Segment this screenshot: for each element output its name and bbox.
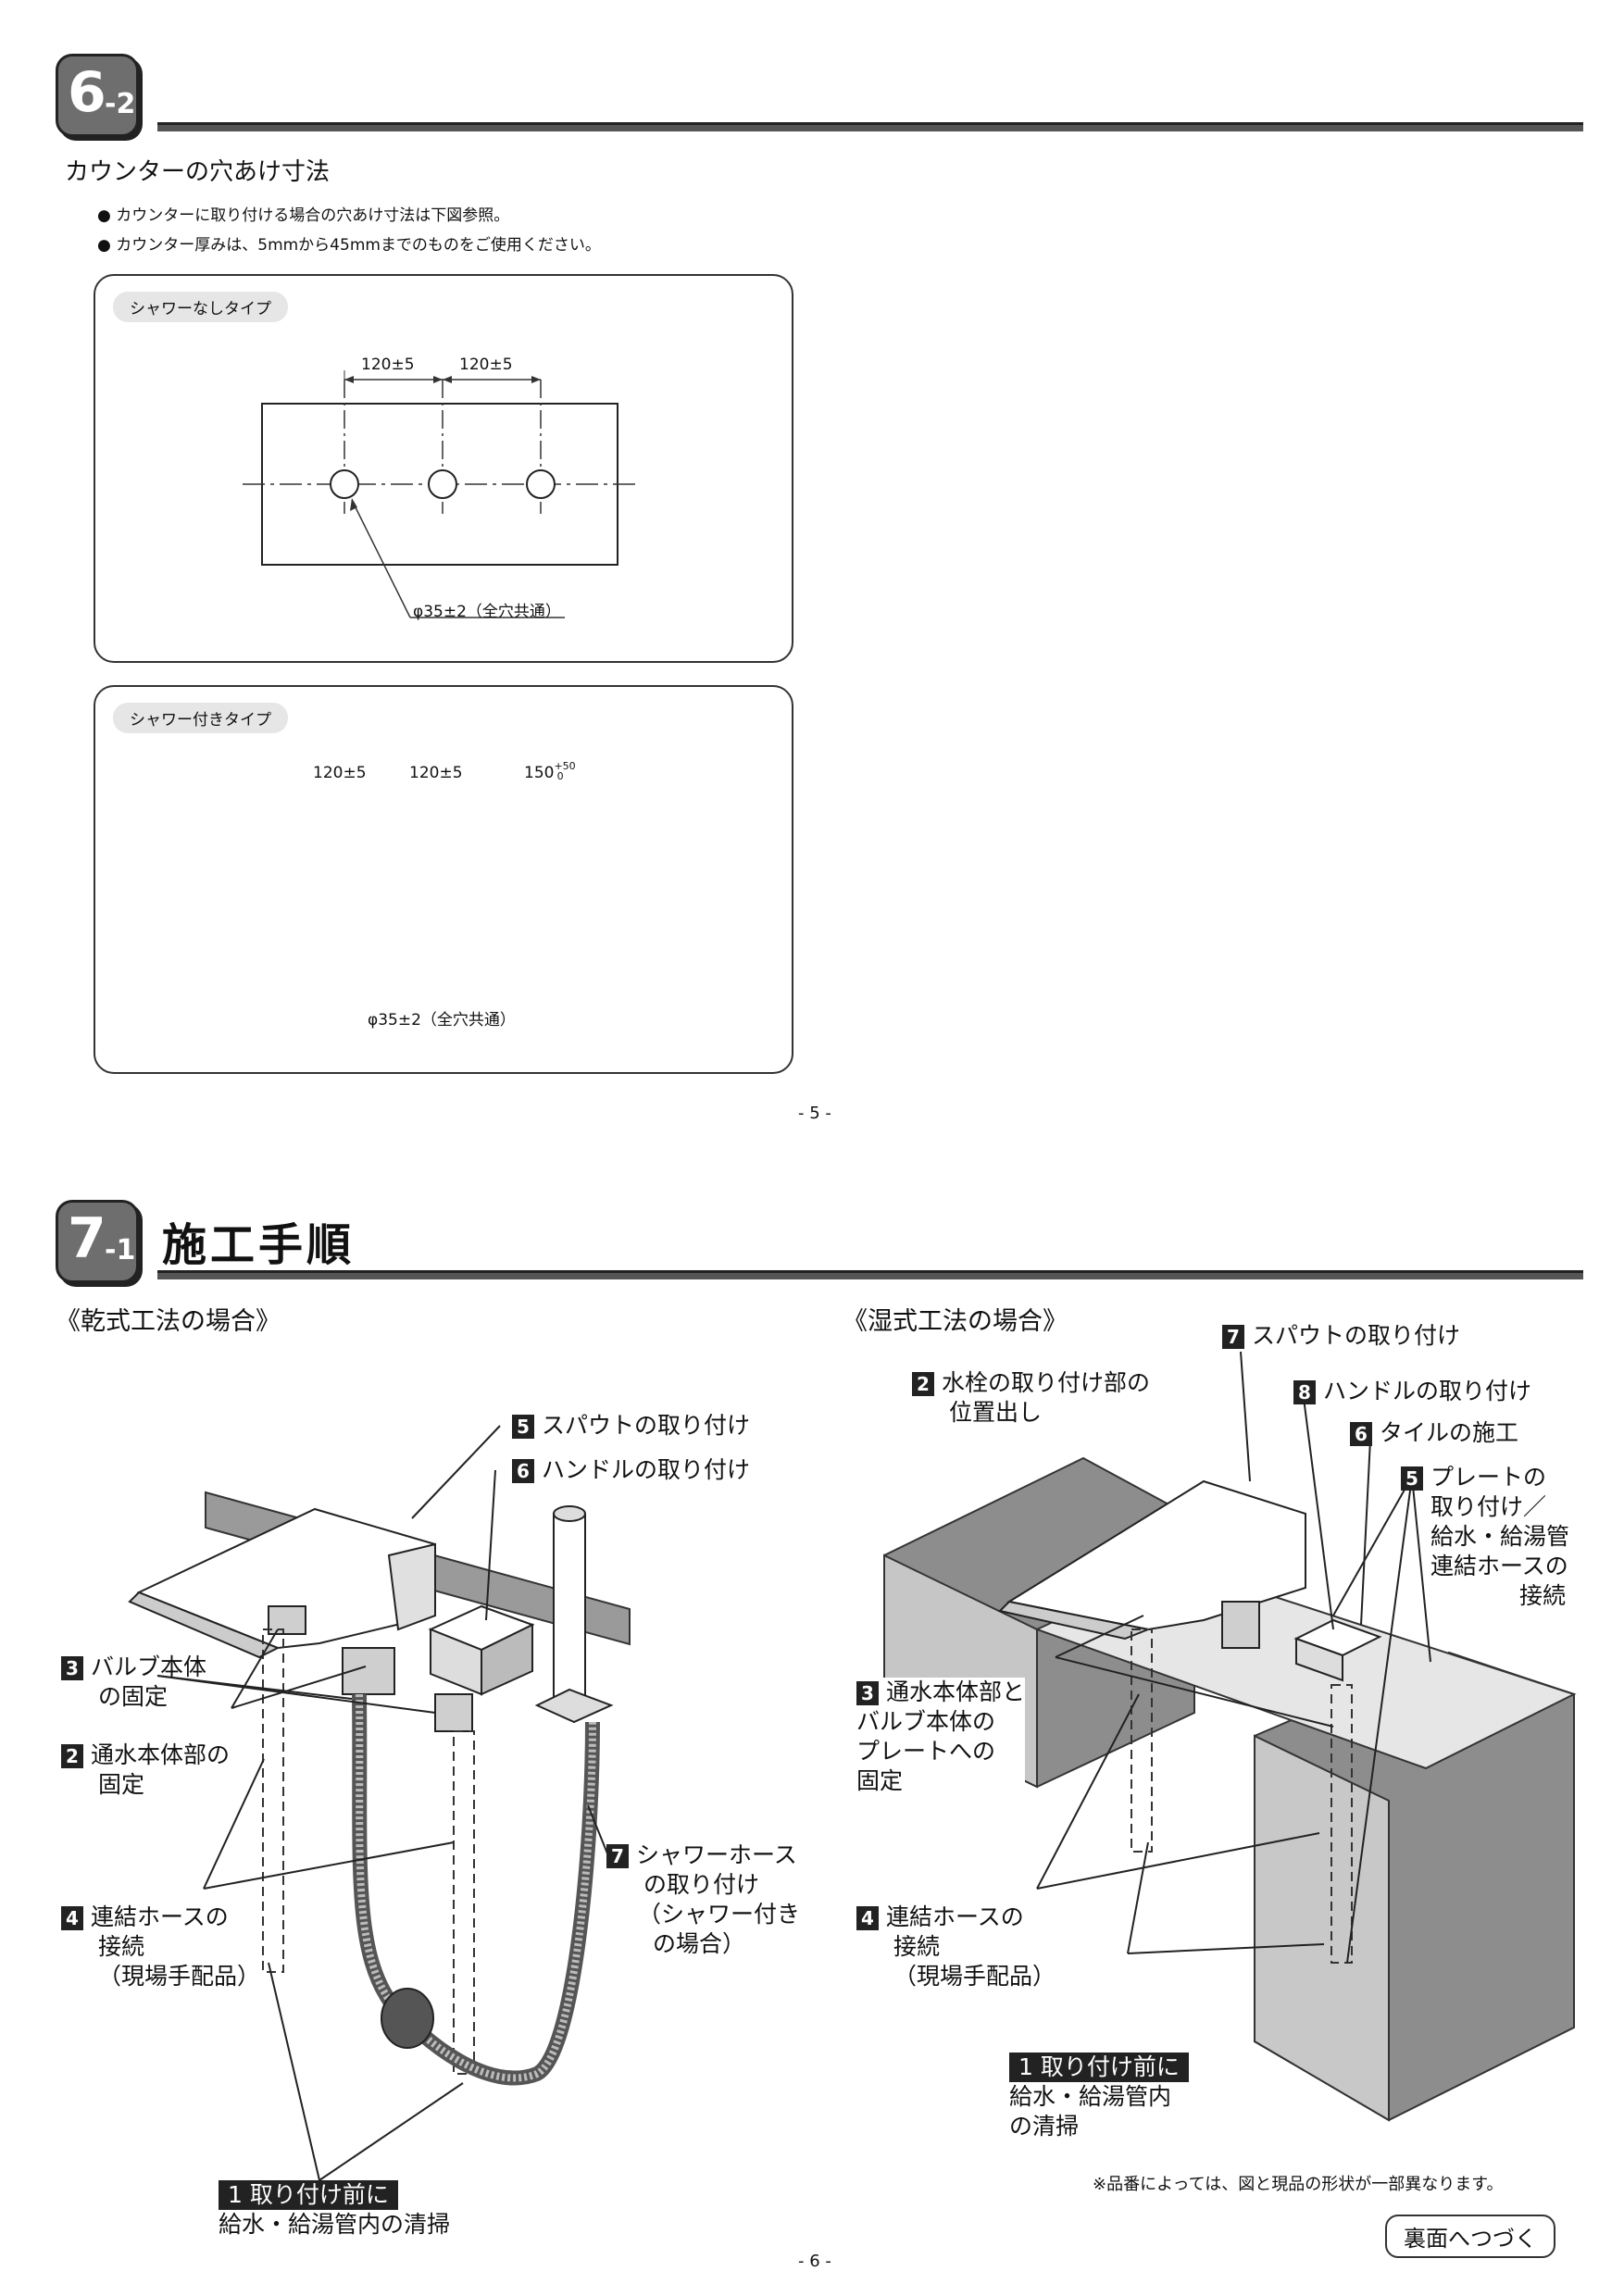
section-badge-7-1: 7-1 — [56, 1200, 139, 1283]
bullet-2: ● カウンター厚みは、5mmから45mmまでのものをご使用ください。 — [97, 236, 601, 255]
hole-1a — [330, 469, 359, 499]
dry-illustration — [128, 1425, 631, 2181]
dim-2b: 120±5 — [409, 764, 463, 782]
bullet-1: ● カウンターに取り付ける場合の穴あけ寸法は下図参照。 — [97, 206, 510, 225]
footnote: ※品番によっては、図と現品の形状が一部異なります。 — [1093, 2175, 1504, 2194]
section-subtitle: カウンターの穴あけ寸法 — [65, 158, 331, 186]
wet-method-heading: 《湿式工法の場合》 — [843, 1307, 1068, 1336]
dim-2a: 120±5 — [313, 764, 367, 782]
section-rule — [157, 122, 1583, 131]
continue-on-back-button[interactable]: 裏面へつづく — [1385, 2215, 1555, 2258]
dim-1b: 120±5 — [459, 356, 513, 374]
hole-label-2: φ35±2（全穴共通） — [368, 1011, 516, 1029]
dry-method-heading: 《乾式工法の場合》 — [56, 1307, 281, 1336]
page-title: 施工手順 — [162, 1219, 356, 1271]
dim-1a: 120±5 — [361, 356, 415, 374]
leader-1 — [351, 499, 411, 618]
panel-tag-no-shower: シャワーなしタイプ — [113, 292, 288, 322]
section-rule-2 — [157, 1270, 1583, 1279]
panel-with-shower — [94, 685, 793, 1074]
hole-1c — [526, 469, 556, 499]
hole-label-1: φ35±2（全穴共通） — [413, 603, 561, 621]
page-number-6: - 6 - — [798, 2252, 831, 2271]
dim-2c: 150+500 — [524, 760, 576, 782]
wet-step-1: 1 取り付け前に給水・給湯管内の清掃 — [1009, 2053, 1189, 2141]
dry-step-1: 1 取り付け前に給水・給湯管内の清掃 — [219, 2180, 451, 2238]
hole-1b — [428, 469, 457, 499]
page-number-5: - 5 - — [798, 1104, 831, 1123]
section-badge-6-2: 6-2 — [56, 54, 139, 137]
panel-no-shower — [94, 274, 793, 663]
panel-tag-with-shower: シャワー付きタイプ — [113, 703, 288, 733]
